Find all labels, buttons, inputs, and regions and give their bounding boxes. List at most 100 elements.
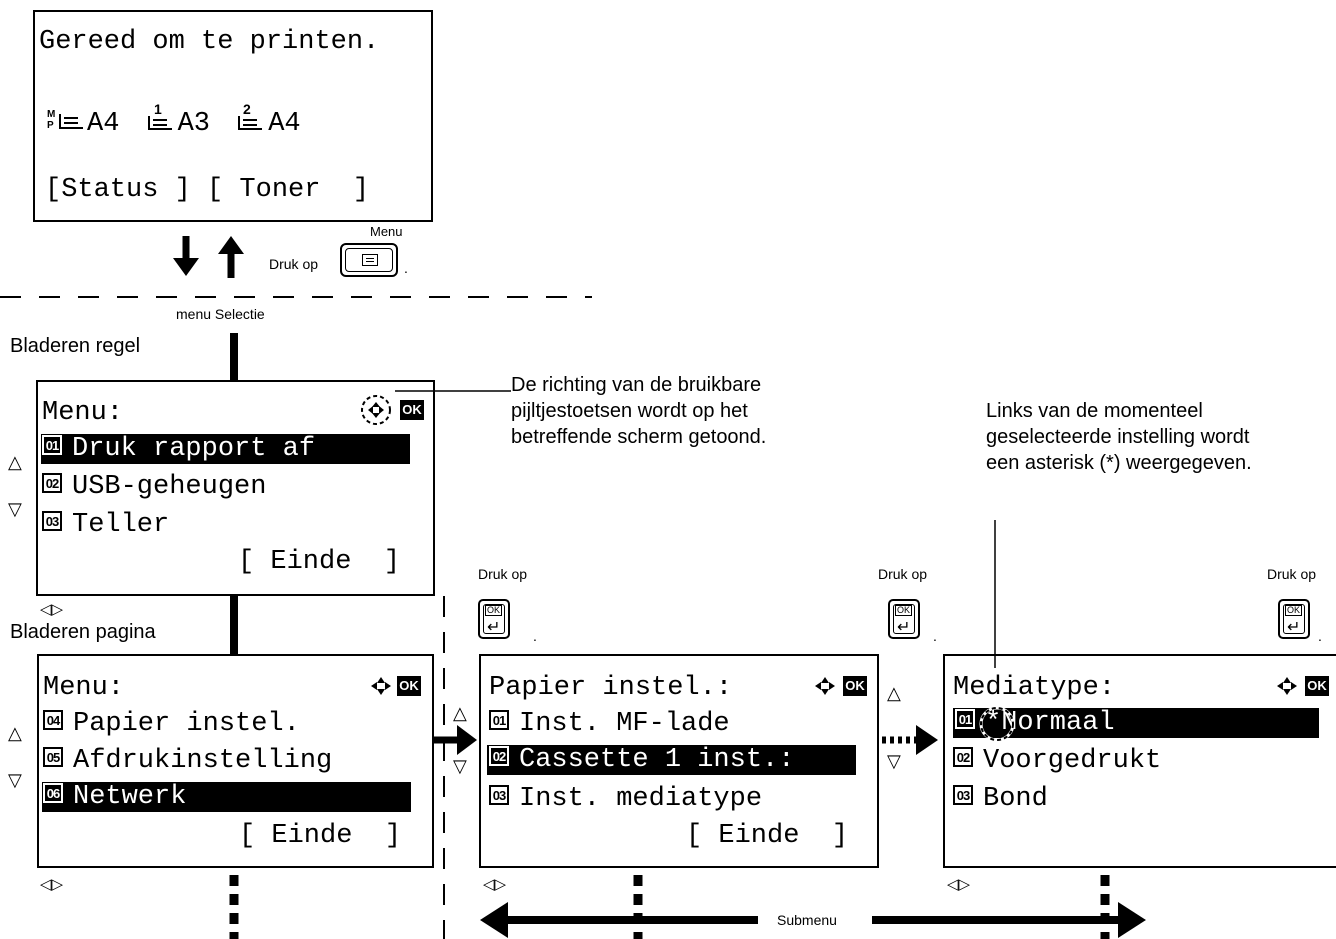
enter-icon: ↵ bbox=[1287, 619, 1301, 636]
menu-item-label: Inst. mediatype bbox=[519, 784, 763, 814]
cassette-1-icon: 1 bbox=[146, 101, 178, 141]
left-right-triangle-icon: ◁▷ bbox=[40, 601, 64, 618]
menu-list-icon bbox=[362, 254, 378, 266]
paper-size-mp: A4 bbox=[87, 109, 120, 139]
item-number-badge: 01 bbox=[489, 709, 509, 730]
callout-line bbox=[395, 390, 511, 392]
arrow-keys-icon bbox=[815, 677, 835, 695]
item-number-badge: 01 bbox=[955, 708, 975, 729]
druk-op-label: Druk op bbox=[878, 566, 928, 582]
menu-item[interactable]: 05 Afdrukinstelling bbox=[43, 746, 332, 776]
ok-key-label: OK bbox=[485, 605, 503, 616]
menu-item-selected[interactable]: 01*Normaal bbox=[953, 708, 1319, 738]
item-number-badge: 02 bbox=[42, 472, 62, 493]
menu-key[interactable] bbox=[340, 243, 398, 277]
druk-op-label: Druk op bbox=[478, 566, 528, 582]
bladeren-regel-label: Bladeren regel bbox=[10, 335, 141, 357]
screen-title: Menu: bbox=[42, 398, 124, 428]
dashed-vertical-separator bbox=[443, 596, 445, 939]
down-triangle-icon: ▽ bbox=[8, 770, 22, 790]
menu-item-label: Netwerk bbox=[73, 782, 187, 812]
dotted-connector bbox=[1100, 875, 1110, 939]
press-menu-text: Druk op bbox=[269, 256, 319, 272]
paper-size-cassette-2: A4 bbox=[268, 109, 301, 139]
arrow-keys-icon bbox=[371, 677, 391, 695]
item-number-badge: 05 bbox=[43, 746, 63, 767]
menu-item-label: Druk rapport af bbox=[72, 434, 316, 464]
svg-text:1: 1 bbox=[154, 102, 162, 117]
menu-connector-middle bbox=[230, 596, 238, 654]
menu-connector-top bbox=[230, 333, 238, 381]
menu-item-selected[interactable]: 01 Druk rapport af bbox=[41, 434, 410, 464]
menu-item-label: USB-geheugen bbox=[72, 472, 267, 502]
next-screen-arrow bbox=[433, 725, 477, 755]
screen-title: Menu: bbox=[43, 673, 125, 703]
item-number-badge: 01 bbox=[42, 434, 62, 455]
menu-item[interactable]: 03 Bond bbox=[953, 784, 1048, 814]
menu-item[interactable]: 02 USB-geheugen bbox=[42, 472, 266, 502]
svg-text:P: P bbox=[47, 120, 54, 131]
cassette-2-icon: 2 bbox=[236, 101, 268, 141]
screen-title: Papier instel.: bbox=[489, 673, 733, 703]
status-softkeys[interactable]: [Status ] [ Toner ] bbox=[45, 175, 370, 205]
ok-badge: OK bbox=[1305, 676, 1329, 696]
item-number-badge: 04 bbox=[43, 709, 63, 730]
bladeren-pagina-label: Bladeren pagina bbox=[10, 621, 156, 643]
next-screen-dashed-arrow bbox=[882, 725, 938, 755]
dashed-separator bbox=[0, 296, 592, 298]
ok-badge: OK bbox=[400, 400, 424, 420]
item-number-badge: 03 bbox=[42, 510, 62, 531]
ok-key[interactable]: OK ↵ bbox=[1278, 599, 1310, 639]
menu-item-label: Papier instel. bbox=[73, 709, 300, 739]
menu-item-label: Inst. MF-lade bbox=[519, 709, 730, 739]
menu-key-label: Menu bbox=[370, 224, 403, 239]
einde-softkey[interactable]: [ Einde ] bbox=[686, 821, 849, 851]
up-triangle-icon: △ bbox=[887, 683, 901, 703]
nav-indicator bbox=[353, 394, 401, 431]
menu-item[interactable]: 01 Inst. MF-lade bbox=[489, 709, 730, 739]
down-triangle-icon: ▽ bbox=[887, 751, 901, 771]
asterisk-highlight-circle bbox=[979, 706, 1015, 742]
item-number-badge: 03 bbox=[953, 784, 973, 805]
item-number-badge: 02 bbox=[953, 746, 973, 767]
submenu-arrow bbox=[480, 902, 1146, 938]
left-right-triangle-icon: ◁▷ bbox=[483, 876, 507, 893]
arrow-keys-icon bbox=[1277, 677, 1297, 695]
enter-icon: ↵ bbox=[487, 619, 501, 636]
einde-softkey[interactable]: [ Einde ] bbox=[239, 821, 402, 851]
ok-key[interactable]: OK ↵ bbox=[478, 599, 510, 639]
period: . bbox=[933, 628, 937, 644]
callout-line bbox=[994, 520, 996, 668]
menu-item[interactable]: 04 Papier instel. bbox=[43, 709, 300, 739]
einde-softkey[interactable]: [ Einde ] bbox=[238, 547, 401, 577]
menu-item-label: Afdrukinstelling bbox=[73, 746, 333, 776]
up-triangle-icon: △ bbox=[453, 703, 467, 723]
svg-text:M: M bbox=[47, 109, 55, 120]
menu-screen-page-1: Menu: OK 01 Druk rapport af 02 USB-geheuge… bbox=[36, 380, 435, 596]
ok-key[interactable]: OK↵ bbox=[888, 599, 920, 639]
item-number-badge: 02 bbox=[489, 745, 509, 766]
left-right-triangle-icon: ◁▷ bbox=[947, 876, 971, 893]
period: . bbox=[533, 628, 537, 644]
ok-key-label: OK bbox=[1285, 605, 1303, 616]
submenu-label: Submenu bbox=[777, 912, 837, 928]
period: . bbox=[1318, 628, 1322, 644]
menu-item[interactable]: 03 Inst. mediatype bbox=[489, 784, 762, 814]
up-triangle-icon: △ bbox=[8, 452, 22, 472]
left-right-triangle-icon: ◁▷ bbox=[40, 876, 64, 893]
svg-text:2: 2 bbox=[243, 102, 251, 117]
note-asterisk: Links van de momenteel geselecteerde ins… bbox=[986, 400, 1252, 474]
item-number-badge: 03 bbox=[489, 784, 509, 805]
menu-item-label: Bond bbox=[983, 784, 1048, 814]
dotted-connector bbox=[633, 875, 643, 939]
